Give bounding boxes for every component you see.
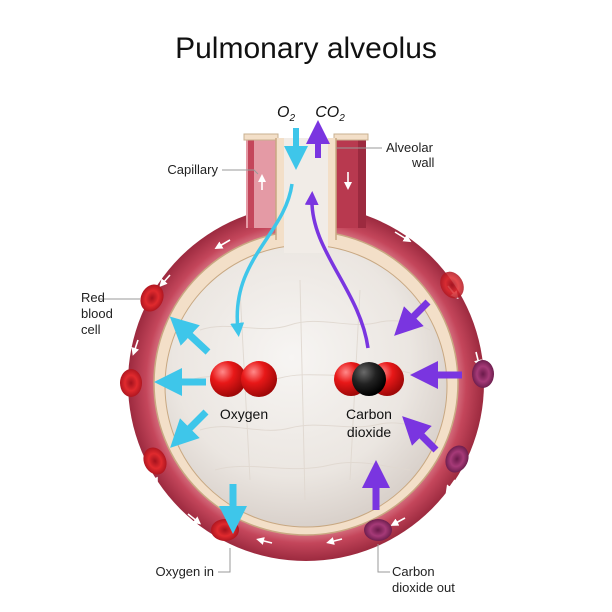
red-blood-cell <box>120 369 142 397</box>
co2-in-arrow <box>402 416 439 453</box>
red-blood-cell-label-line1: Red <box>81 290 105 305</box>
oxygen-out-arrow <box>169 316 211 355</box>
red-blood-cell <box>140 284 164 312</box>
carbon-dioxide-label-line1: Carbon <box>346 406 392 422</box>
alveolar-wall-callout: Alveolar wall <box>336 140 435 170</box>
red-blood-cell <box>211 519 239 541</box>
page-title: Pulmonary alveolus <box>175 32 437 65</box>
red-blood-cell <box>472 360 494 388</box>
alveolus-interior <box>164 138 448 528</box>
alveolar-wall-label-line1: Alveolar <box>386 140 434 155</box>
red-blood-cell-label-line3: cell <box>81 322 101 337</box>
oxygen-molecule <box>210 361 277 397</box>
red-blood-cell <box>143 447 167 475</box>
oxygen-diffusion-arrow <box>230 183 294 337</box>
capillary-callout: Capillary <box>167 162 259 177</box>
oxygen-in-callout: Oxygen in <box>155 548 231 579</box>
oxygen-label: Oxygen <box>220 406 268 422</box>
red-blood-cell <box>440 271 464 299</box>
blood-flow-arrows <box>131 172 482 545</box>
red-blood-cells-deoxygenated <box>364 271 494 541</box>
co2-arrows <box>304 120 462 510</box>
co2-in-arrow <box>394 299 431 336</box>
co2-diffusion-arrow <box>304 191 370 349</box>
carbon-dioxide-label-line2: dioxide <box>347 424 392 440</box>
carbon-dioxide-molecule <box>334 362 404 396</box>
red-blood-cell-label-line2: blood <box>81 306 113 321</box>
red-blood-cell <box>364 519 392 541</box>
carbon-dioxide-out-callout: Carbon dioxide out <box>377 544 455 595</box>
capillary-label: Capillary <box>167 162 218 177</box>
red-blood-cell-callout: Red blood cell <box>81 290 140 337</box>
alveolar-wall-label-line2: wall <box>411 155 435 170</box>
red-blood-cell <box>445 445 469 473</box>
oxygen-in-label: Oxygen in <box>155 564 214 579</box>
carbon-dioxide-out-label-line1: Carbon <box>392 564 435 579</box>
carbon-dioxide-out-label-line2: dioxide out <box>392 580 455 595</box>
oxygen-arrows <box>154 128 308 534</box>
o2-label: O2 <box>277 104 295 124</box>
oxygen-out-arrow <box>170 409 209 448</box>
co2-label: CO2 <box>315 104 345 124</box>
